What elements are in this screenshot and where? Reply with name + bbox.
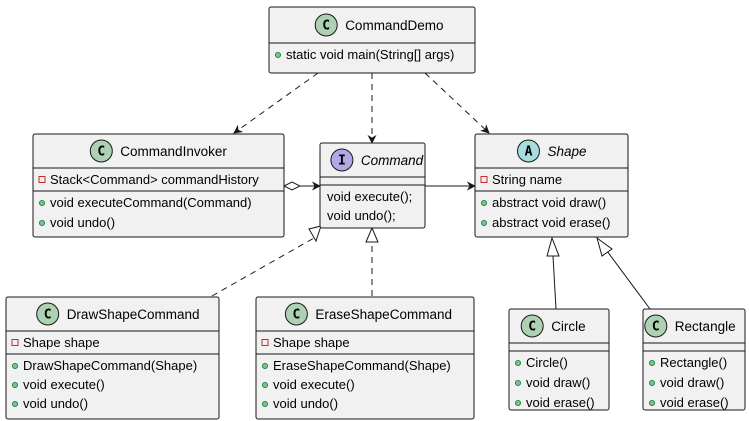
class-method: EraseShapeCommand(Shape) bbox=[273, 358, 451, 373]
class-method: abstract void erase() bbox=[492, 215, 611, 230]
class-stereotype-icon bbox=[284, 302, 308, 326]
public-visibility-icon bbox=[39, 199, 46, 206]
class-box-command-demo: C CommandDemo static void main(String[] ar… bbox=[268, 6, 476, 74]
stereotype-letter: C bbox=[292, 308, 300, 323]
class-method: void undo(); bbox=[327, 208, 396, 223]
class-name: Shape bbox=[548, 144, 587, 159]
class-stereotype-icon bbox=[520, 314, 544, 338]
class-box-frame bbox=[268, 6, 476, 74]
public-visibility-icon bbox=[649, 399, 656, 406]
edge-erase-realizes-command bbox=[365, 226, 379, 296]
class-method: DrawShapeCommand(Shape) bbox=[23, 358, 197, 373]
public-visibility-icon bbox=[11, 362, 18, 369]
relations bbox=[211, 72, 651, 310]
class-method: void undo() bbox=[273, 396, 338, 411]
class-name: Command bbox=[361, 153, 424, 168]
private-visibility-icon bbox=[11, 339, 19, 346]
class-field: Shape shape bbox=[273, 335, 350, 350]
class-stereotype-icon bbox=[89, 139, 113, 163]
public-visibility-icon bbox=[261, 381, 268, 388]
class-box-frame bbox=[255, 296, 475, 420]
class-method: void undo() bbox=[23, 396, 88, 411]
public-visibility-icon bbox=[649, 379, 656, 386]
stereotype-letter: C bbox=[652, 320, 660, 335]
edge-invoker-aggregates-command bbox=[282, 181, 321, 191]
public-visibility-icon bbox=[39, 219, 46, 226]
class-name: CommandDemo bbox=[345, 18, 443, 33]
class-method: void executeCommand(Command) bbox=[50, 195, 252, 210]
class-field: Shape shape bbox=[23, 335, 100, 350]
public-visibility-icon bbox=[480, 199, 487, 206]
public-visibility-icon bbox=[11, 381, 18, 388]
class-box-frame bbox=[474, 133, 629, 238]
class-box-command: I Command void execute(); void undo(); bbox=[319, 142, 426, 229]
class-box-frame bbox=[5, 296, 220, 420]
class-name: EraseShapeCommand bbox=[315, 307, 452, 322]
edge-rectangle-extends-shape bbox=[596, 236, 651, 310]
edge-circle-extends-shape bbox=[546, 236, 560, 310]
class-method: abstract void draw() bbox=[492, 195, 606, 210]
stereotype-letter: I bbox=[338, 154, 346, 169]
class-name: Rectangle bbox=[675, 319, 736, 334]
class-method: void execute() bbox=[273, 377, 355, 392]
class-method: Rectangle() bbox=[660, 355, 727, 370]
private-visibility-icon bbox=[480, 176, 488, 183]
class-boxes: C CommandDemo static void main(String[] ar… bbox=[5, 6, 746, 420]
class-method: Circle() bbox=[526, 355, 568, 370]
public-visibility-icon bbox=[11, 400, 18, 407]
public-visibility-icon bbox=[515, 379, 522, 386]
abstract-stereotype-icon bbox=[517, 139, 540, 163]
class-method: static void main(String[] args) bbox=[286, 47, 454, 62]
public-visibility-icon bbox=[515, 399, 522, 406]
class-stereotype-icon bbox=[644, 314, 668, 338]
class-box-frame bbox=[642, 308, 746, 411]
class-method: void draw() bbox=[526, 375, 590, 390]
public-visibility-icon bbox=[261, 400, 268, 407]
class-method: void undo() bbox=[50, 215, 115, 230]
class-field: Stack<Command> commandHistory bbox=[50, 172, 259, 187]
class-method: void erase() bbox=[660, 395, 729, 410]
class-stereotype-icon bbox=[314, 13, 338, 37]
stereotype-letter: C bbox=[322, 19, 330, 34]
public-visibility-icon bbox=[274, 52, 281, 59]
edge-draw-realizes-command bbox=[211, 225, 322, 297]
edge-demo-to-shape bbox=[424, 72, 490, 134]
class-method: void draw() bbox=[660, 375, 724, 390]
stereotype-letter: C bbox=[528, 320, 536, 335]
class-method: void execute(); bbox=[327, 189, 412, 204]
stereotype-letter: A bbox=[525, 145, 533, 160]
interface-stereotype-icon bbox=[330, 148, 354, 172]
private-visibility-icon bbox=[261, 339, 269, 346]
public-visibility-icon bbox=[515, 359, 522, 366]
public-visibility-icon bbox=[480, 219, 487, 226]
public-visibility-icon bbox=[261, 362, 268, 369]
public-visibility-icon bbox=[649, 359, 656, 366]
class-name: Circle bbox=[551, 319, 586, 334]
class-method: void execute() bbox=[23, 377, 105, 392]
edge-demo-to-invoker bbox=[233, 72, 319, 134]
class-method: void erase() bbox=[526, 395, 595, 410]
class-stereotype-icon bbox=[36, 302, 60, 326]
private-visibility-icon bbox=[38, 176, 46, 183]
class-field: String name bbox=[492, 172, 562, 187]
class-name: CommandInvoker bbox=[120, 144, 227, 159]
stereotype-letter: C bbox=[97, 145, 105, 160]
stereotype-letter: C bbox=[44, 308, 52, 323]
class-name: DrawShapeCommand bbox=[67, 307, 200, 322]
